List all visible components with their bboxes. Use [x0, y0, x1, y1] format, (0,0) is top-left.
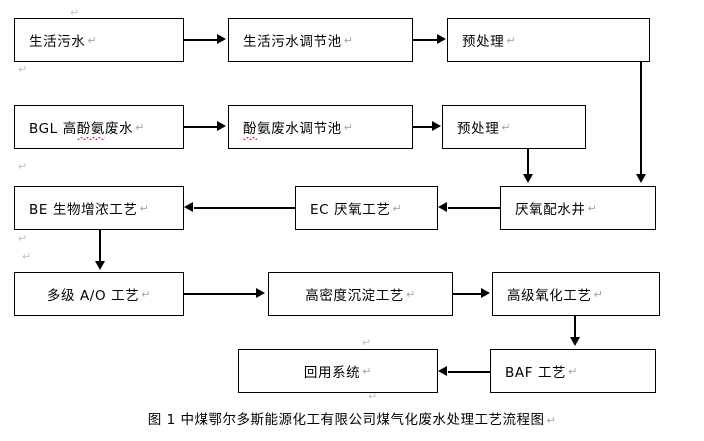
arrow-right-icon	[432, 121, 441, 131]
node-pretreatment-2[interactable]: 预处理↵	[442, 105, 586, 149]
paragraph-mark-icon: ↵	[368, 390, 378, 403]
arrow-down-icon	[569, 337, 580, 346]
node-label: 预处理	[457, 121, 500, 137]
node-label: 高级氧化工艺	[507, 288, 592, 304]
paragraph-mark-icon: ↵	[18, 232, 28, 245]
paragraph-mark-icon: ↵	[18, 160, 28, 173]
paragraph-mark-icon: ↵	[343, 120, 354, 134]
paragraph-mark-icon: ↵	[18, 63, 28, 76]
arrow-right-icon	[481, 288, 490, 298]
paragraph-mark-icon: ↵	[343, 33, 354, 47]
edge-line	[184, 126, 219, 128]
arrow-right-icon	[217, 121, 226, 131]
arrow-right-icon	[437, 34, 446, 44]
paragraph-mark-icon: ↵	[587, 201, 598, 215]
node-label: 厌氧配水井	[515, 202, 586, 218]
edge-line	[448, 371, 490, 373]
arrow-left-icon	[184, 202, 193, 212]
paragraph-mark-icon: ↵	[135, 120, 146, 134]
node-reuse-system[interactable]: 回用系统↵	[238, 349, 438, 393]
node-label: 高密度沉淀工艺	[305, 288, 404, 304]
node-label: 预处理	[462, 34, 505, 50]
node-label: 回用系统	[303, 365, 361, 381]
node-label: BGL 高酚氨废水	[29, 117, 133, 140]
edge-line	[99, 230, 101, 262]
arrow-left-icon	[438, 366, 447, 376]
paragraph-mark-icon: ↵	[546, 414, 557, 427]
paragraph-mark-icon: ↵	[501, 120, 512, 134]
node-ec-anaerobic-process[interactable]: EC 厌氧工艺↵	[295, 186, 438, 230]
paragraph-mark-icon: ↵	[362, 364, 373, 378]
node-be-bio-thickening-process[interactable]: BE 生物增浓工艺↵	[14, 186, 184, 230]
paragraph-mark-icon: ↵	[568, 364, 578, 378]
node-label: 多级 A/O 工艺	[46, 288, 140, 304]
node-label: 酚氨废水调节池	[243, 117, 342, 140]
node-high-density-settling-process[interactable]: 高密度沉淀工艺↵	[268, 272, 453, 316]
edge-line	[413, 39, 439, 41]
arrow-down-icon	[635, 174, 646, 183]
edge-line	[413, 126, 435, 128]
paragraph-mark-icon: ↵	[506, 33, 517, 47]
node-label: BE 生物增浓工艺	[29, 202, 138, 218]
paragraph-mark-icon: ↵	[392, 201, 403, 215]
node-label: EC 厌氧工艺	[310, 202, 391, 218]
node-phenol-ammonia-regulating-tank[interactable]: 酚氨废水调节池↵	[228, 105, 413, 149]
edge-line	[184, 293, 258, 295]
edge-line	[448, 207, 500, 209]
paragraph-mark-icon: ↵	[139, 201, 150, 215]
edge-line	[574, 316, 576, 338]
arrow-right-icon	[256, 288, 265, 298]
paragraph-mark-icon: ↵	[141, 287, 152, 301]
paragraph-mark-icon: ↵	[22, 250, 32, 263]
arrow-right-icon	[217, 34, 226, 44]
figure-caption-text: 图 1 中煤鄂尔多斯能源化工有限公司煤气化废水处理工艺流程图	[147, 412, 545, 428]
node-label: 生活污水调节池	[243, 34, 342, 50]
edge-line	[184, 39, 219, 41]
paragraph-mark-icon: ↵	[405, 287, 416, 301]
node-baf-process[interactable]: BAF 工艺↵	[490, 349, 656, 393]
node-domestic-regulating-tank[interactable]: 生活污水调节池↵	[228, 18, 413, 62]
paragraph-mark-icon: ↵	[87, 33, 98, 47]
figure-caption: 图 1 中煤鄂尔多斯能源化工有限公司煤气化废水处理工艺流程图↵	[0, 408, 704, 428]
node-label: BAF 工艺	[505, 365, 567, 381]
node-domestic-sewage[interactable]: 生活污水↵	[14, 18, 184, 62]
edge-line	[527, 149, 529, 175]
edge-line	[194, 207, 295, 209]
edge-line	[453, 293, 483, 295]
arrow-down-icon	[94, 261, 105, 270]
arrow-left-icon	[438, 202, 447, 212]
node-pretreatment-1[interactable]: 预处理↵	[447, 18, 650, 62]
node-advanced-oxidation-process[interactable]: 高级氧化工艺↵	[492, 272, 660, 316]
paragraph-mark-icon: ↵	[593, 287, 604, 301]
node-bgl-phenol-ammonia-wastewater[interactable]: BGL 高酚氨废水↵	[14, 105, 184, 149]
arrow-down-icon	[522, 174, 533, 183]
edge-line	[640, 62, 642, 175]
paragraph-mark-icon: ↵	[362, 336, 372, 349]
paragraph-mark-icon: ↵	[70, 6, 80, 19]
node-label: 生活污水	[29, 34, 86, 50]
node-anaerobic-water-distribution-well[interactable]: 厌氧配水井↵	[500, 186, 656, 230]
node-multistage-ao-process[interactable]: 多级 A/O 工艺↵	[14, 272, 184, 316]
